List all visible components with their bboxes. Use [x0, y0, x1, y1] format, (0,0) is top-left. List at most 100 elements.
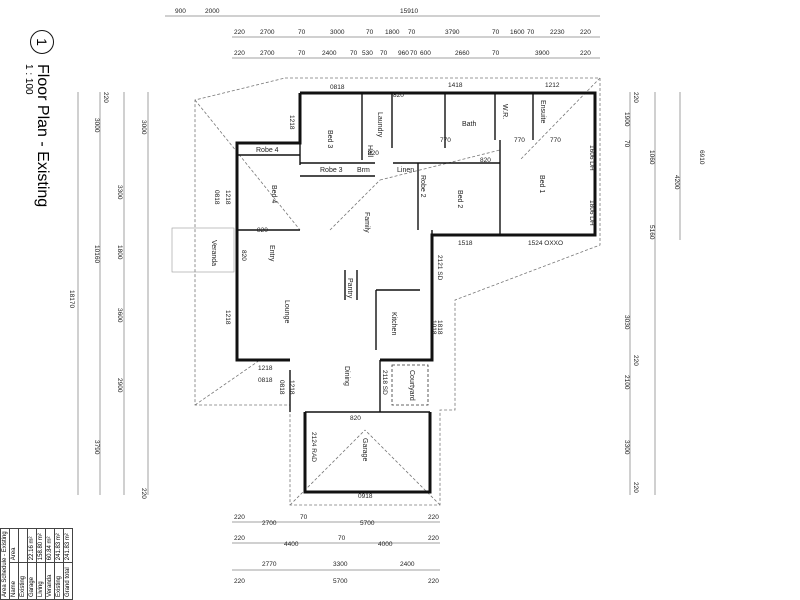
dim-top3: 530 [362, 50, 373, 57]
opening-label: 0818 [330, 84, 345, 91]
room-kitchen: Kitchen [390, 312, 397, 335]
opening-label: 1218 [258, 365, 273, 372]
dim-right: 4200 [673, 175, 680, 190]
right-dimensions: 220 1900 70 1060 4200 6910 5160 3030 210… [623, 92, 705, 495]
schedule-cell: 241.83 m² [54, 528, 64, 563]
room-labels: Bed 3 Laundry Bath W.R. Ensuite Hall Rob… [210, 100, 546, 461]
bottom-dimensions: 220 2700 70 5700 220 220 4400 70 4000 22… [232, 514, 440, 585]
dim-bot3: 2770 [262, 561, 277, 568]
dim-left2: 3300 [116, 185, 123, 200]
schedule-cell: Grand total [63, 562, 73, 600]
room-pantry: Pantry [346, 278, 353, 299]
dim-top3: 70 [350, 50, 358, 57]
dim-bot1: 220 [428, 514, 439, 521]
opening-label: 0918 [358, 493, 373, 500]
dim-right: 2100 [623, 375, 630, 390]
dim-top2: 70 [492, 29, 500, 36]
dim-top2: 1600 [510, 29, 525, 36]
schedule-cell: 22.16 m² [27, 528, 37, 563]
opening-label: 820 [393, 92, 404, 99]
room-laundry: Laundry [376, 112, 383, 138]
exterior-walls [235, 91, 597, 494]
dim-top2: 1800 [385, 29, 400, 36]
dim-left2: 10160 [93, 245, 100, 263]
dim-top2: 70 [298, 29, 306, 36]
dim-top3: 2700 [260, 50, 275, 57]
opening-label: 1818 [436, 320, 443, 335]
opening-label: 1418 [448, 82, 463, 89]
dim-top1: 900 [175, 8, 186, 15]
opening-label: 0818 [213, 190, 220, 205]
dim-right: 5160 [648, 225, 655, 240]
room-robe3: Robe 3 [320, 167, 343, 174]
dim-top2: 70 [527, 29, 535, 36]
interior-walls [237, 93, 534, 413]
room-hall: Hall [366, 145, 373, 158]
view-number: 1 [30, 30, 54, 54]
room-bed1: Bed 1 [538, 175, 545, 193]
opening-label: 1524 OXXO [528, 240, 563, 247]
opening-label: 770 [550, 137, 561, 144]
room-bed3: Bed 3 [326, 130, 333, 148]
opening-label: 1212 [545, 82, 560, 89]
dim-left2: 2900 [116, 378, 123, 393]
dim-top3: 600 [420, 50, 431, 57]
schedule-cell [18, 528, 28, 563]
dim-bot3: 2400 [400, 561, 415, 568]
room-family: Family [363, 212, 370, 233]
dim-bot1: 70 [300, 514, 308, 521]
opening-label: 820 [368, 150, 379, 157]
dim-right: 220 [632, 482, 639, 493]
room-bed2: Bed 2 [456, 190, 463, 208]
opening-label: 820 [480, 157, 491, 164]
dim-top2: 220 [234, 29, 245, 36]
schedule-cell: 158.80 m² [36, 528, 46, 563]
dim-top2: 220 [580, 29, 591, 36]
dim-right: 220 [632, 355, 639, 366]
opening-label: 0818 [258, 377, 273, 384]
dim-top3: 2400 [322, 50, 337, 57]
opening-label: 1218 [224, 310, 231, 325]
drawing-title-block: 1 Floor Plan - Existing 1 : 100 [23, 30, 60, 270]
opening-label: 820 [240, 250, 247, 261]
room-veranda: Veranda [210, 240, 217, 266]
schedule-cell: Existing [54, 562, 64, 600]
dim-top2: 70 [366, 29, 374, 36]
room-dining: Dining [343, 366, 350, 386]
schedule-cell: 241.83 m² [63, 528, 73, 563]
dim-bot2: 220 [234, 535, 245, 542]
dim-bot2: 70 [338, 535, 346, 542]
schedule-heading: Area Schedule - Existing [0, 528, 10, 600]
room-wr: W.R. [501, 104, 508, 119]
dim-top2: 2230 [550, 29, 565, 36]
opening-label: 2124 RAD [310, 432, 317, 462]
dim-top3: 70 [298, 50, 306, 57]
opening-label: 1806 DH [588, 200, 595, 226]
opening-label: 0818 [278, 380, 285, 395]
room-ensuite: Ensuite [539, 100, 546, 123]
opening-label: 1218 [288, 380, 295, 395]
dim-left2: 3600 [116, 308, 123, 323]
opening-label: 820 [257, 227, 268, 234]
opening-label: 1606 DH [588, 145, 595, 171]
opening-label: 1218 [288, 115, 295, 130]
dim-left2: 220 [140, 488, 147, 499]
opening-label: 1018 [430, 320, 437, 335]
schedule-col: Name [9, 562, 19, 600]
courtyard-outline [391, 364, 429, 406]
room-bath: Bath [462, 121, 477, 128]
opening-label: 2121 SD [436, 255, 443, 281]
room-courtyard: Courtyard [408, 370, 415, 401]
opening-label: 1518 [458, 240, 473, 247]
dim-top3: 220 [234, 50, 245, 57]
dim-right: 1900 [623, 112, 630, 127]
dim-left2: 220 [102, 92, 109, 103]
dim-bot2: 4400 [284, 541, 299, 548]
dim-left1: 18170 [68, 290, 75, 308]
dim-top2: 70 [408, 29, 416, 36]
dim-left2: 3000 [93, 118, 100, 133]
dim-left2: 1800 [116, 245, 123, 260]
dim-bot1: 220 [234, 514, 245, 521]
